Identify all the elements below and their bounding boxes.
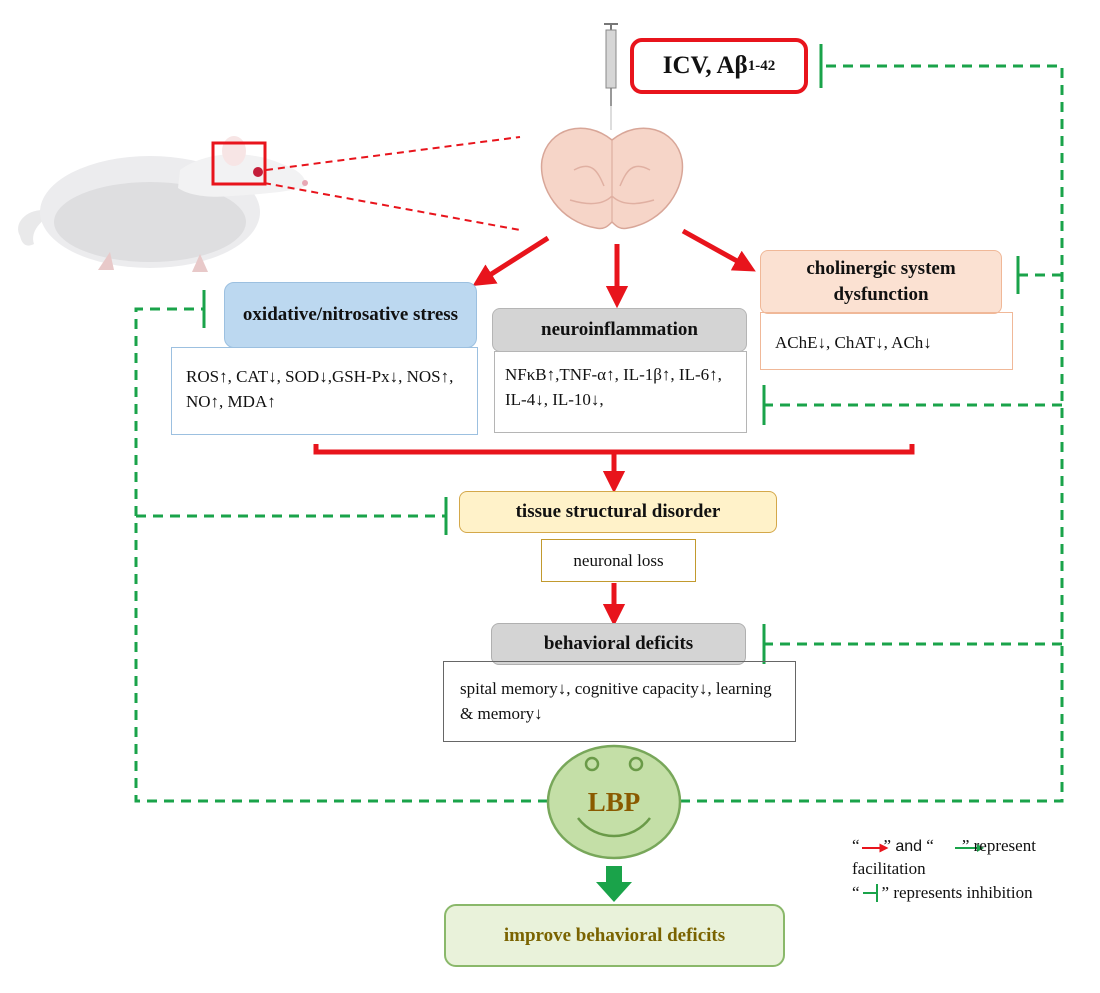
improve-label: improve behavioral deficits xyxy=(503,924,726,946)
legend-and: and xyxy=(895,838,923,855)
arrow-down-head xyxy=(596,882,632,902)
inhibition-network xyxy=(134,64,1064,803)
oxidative-details: ROS↑, CAT↓, SOD↓,GSH-Px↓, NOS↑, NO↑, MDA… xyxy=(186,367,454,411)
tissue-title-box: tissue structural disorder xyxy=(459,491,777,533)
icv-label: ICV, Aβ xyxy=(662,52,748,79)
syringe-icon xyxy=(604,23,618,106)
cholinergic-details: AChE↓, ChAT↓, ACh↓ xyxy=(775,333,932,352)
tissue-details-box: neuronal loss xyxy=(541,539,696,582)
behavioral-title-box: behavioral deficits xyxy=(491,623,746,665)
behavioral-title: behavioral deficits xyxy=(543,633,694,654)
oxidative-details-box: ROS↑, CAT↓, SOD↓,GSH-Px↓, NOS↑, NO↑, MDA… xyxy=(171,347,478,435)
legend-facilitation: “ ” and “ ” represent facilitation xyxy=(852,835,1092,880)
behavioral-details: spital memory↓, cognitive capacity↓, lea… xyxy=(460,679,772,723)
oxidative-title: oxidative/nitrosative stress xyxy=(242,304,459,325)
legend-facilitation-text: represent facilitation xyxy=(852,836,1036,878)
legend-q2: ” xyxy=(883,836,892,855)
behavioral-details-box: spital memory↓, cognitive capacity↓, lea… xyxy=(443,661,796,742)
neuroinflammation-title: neuroinflammation xyxy=(541,319,698,340)
legend-green-arrowhead xyxy=(977,844,984,852)
cholinergic-details-box: AChE↓, ChAT↓, ACh↓ xyxy=(760,312,1013,370)
neuroinflammation-details-box: NFκB↑,TNF-α↑, IL-1β↑, IL-6↑, IL-4↓, IL-1… xyxy=(494,351,747,433)
zoom-line-top xyxy=(265,136,521,171)
zoom-box xyxy=(211,141,267,186)
legend-q3: “ xyxy=(926,836,934,855)
cholinergic-title-box: cholinergic system dysfunction xyxy=(760,250,1002,314)
lbp-label: LBP xyxy=(587,786,641,817)
icv-subscript: 1-42 xyxy=(747,57,776,74)
rat-illustration xyxy=(18,136,308,272)
arrow-down-shaft xyxy=(606,866,622,884)
inhibition-bars xyxy=(202,44,1020,664)
tissue-title: tissue structural disorder xyxy=(515,501,721,522)
legend-q4: ” xyxy=(961,836,970,855)
neuroinflammation-title-box: neuroinflammation xyxy=(492,308,747,352)
lbp-label-box: LBP xyxy=(574,782,654,822)
legend-inhibition: “ ” represents inhibition xyxy=(852,882,1092,904)
legend-q1: “ xyxy=(852,836,860,855)
merge-bracket xyxy=(313,444,915,455)
legend-inhibition-text: represents inhibition xyxy=(893,883,1033,902)
legend-q6: ” xyxy=(881,883,890,902)
neuroinflammation-details: NFκB↑,TNF-α↑, IL-1β↑, IL-6↑, IL-4↓, IL-1… xyxy=(505,365,722,409)
oxidative-title-box: oxidative/nitrosative stress xyxy=(224,282,477,348)
arrow-brain-cholinergic xyxy=(681,228,756,272)
improve-box: improve behavioral deficits xyxy=(444,904,785,967)
arrow-brain-oxidative xyxy=(472,235,550,287)
legend-q5: “ xyxy=(852,883,860,902)
brain-icon xyxy=(540,127,684,230)
zoom-line-bottom xyxy=(263,182,521,231)
lbp-circle xyxy=(546,744,682,860)
cholinergic-title: cholinergic system dysfunction xyxy=(806,258,956,305)
tissue-details: neuronal loss xyxy=(573,550,664,570)
